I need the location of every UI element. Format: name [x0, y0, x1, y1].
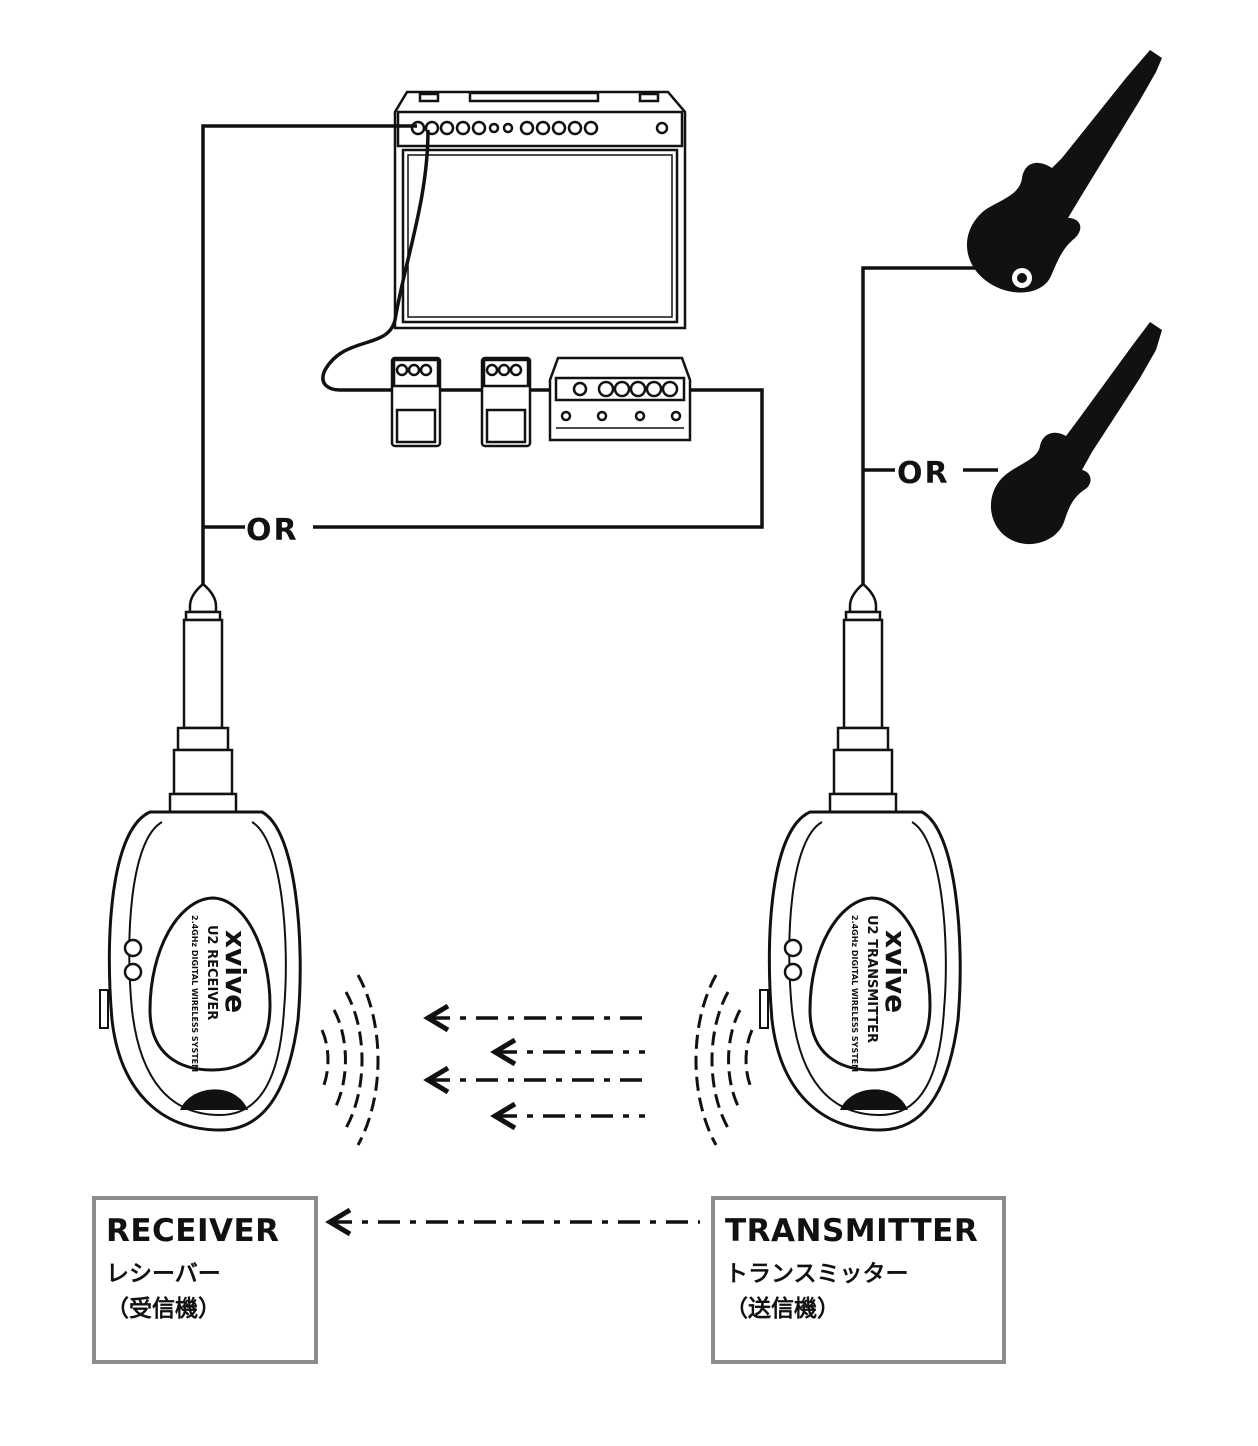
signal-cables — [201, 124, 998, 584]
multi-effects-unit-icon — [548, 356, 692, 442]
transmitter-device: xvive U2 TRANSMITTER 2.4GHz DIGITAL WIRE… — [759, 582, 962, 1132]
bass-guitar-icon — [990, 322, 1162, 545]
transmitter-subtitle: トランスミッター （送信機） — [725, 1257, 992, 1328]
transmitter-label-box: TRANSMITTER トランスミッター （送信機） — [711, 1196, 1006, 1364]
transmitter-brand-logo: xvive — [879, 930, 912, 1013]
receiver-brand-logo: xvive — [219, 930, 252, 1013]
wireless-signal-icon — [694, 974, 754, 1146]
transmitter-band-text: 2.4GHz DIGITAL WIRELESS SYSTEM — [850, 915, 859, 1072]
signal-arrow — [490, 1101, 645, 1131]
receiver-band-text: 2.4GHz DIGITAL WIRELESS SYSTEM — [190, 915, 199, 1072]
or-label-left: OR — [246, 513, 299, 548]
receiver-device: xvive U2 RECEIVER 2.4GHz DIGITAL WIRELES… — [99, 582, 302, 1132]
receiver-title: RECEIVER — [106, 1213, 280, 1249]
label-arrow — [325, 1207, 700, 1237]
signal-arrow — [423, 1065, 645, 1095]
signal-arrow — [490, 1037, 645, 1067]
guitar-amp-icon — [393, 90, 687, 330]
effect-pedal-icon — [480, 356, 532, 448]
or-label-right: OR — [897, 456, 950, 491]
transmitter-title: TRANSMITTER — [725, 1213, 979, 1249]
receiver-model-text: U2 RECEIVER — [204, 925, 219, 1020]
receiver-subtitle-kanji: （受信機） — [106, 1296, 221, 1323]
electric-guitar-icon — [966, 50, 1162, 293]
signal-arrow — [423, 1003, 645, 1033]
signal-arrows — [325, 1003, 700, 1237]
receiver-label-box: RECEIVER レシーバー （受信機） — [92, 1196, 318, 1364]
wireless-signal-icon — [320, 974, 380, 1146]
transmitter-subtitle-kanji: （送信機） — [725, 1296, 840, 1323]
plug-icon — [168, 582, 238, 876]
receiver-subtitle: レシーバー （受信機） — [106, 1257, 304, 1328]
transmitter-subtitle-kana: トランスミッター — [725, 1260, 909, 1287]
transmitter-model-text: U2 TRANSMITTER — [864, 915, 879, 1043]
effect-pedal-icon — [390, 356, 442, 448]
receiver-subtitle-kana: レシーバー — [106, 1260, 221, 1287]
